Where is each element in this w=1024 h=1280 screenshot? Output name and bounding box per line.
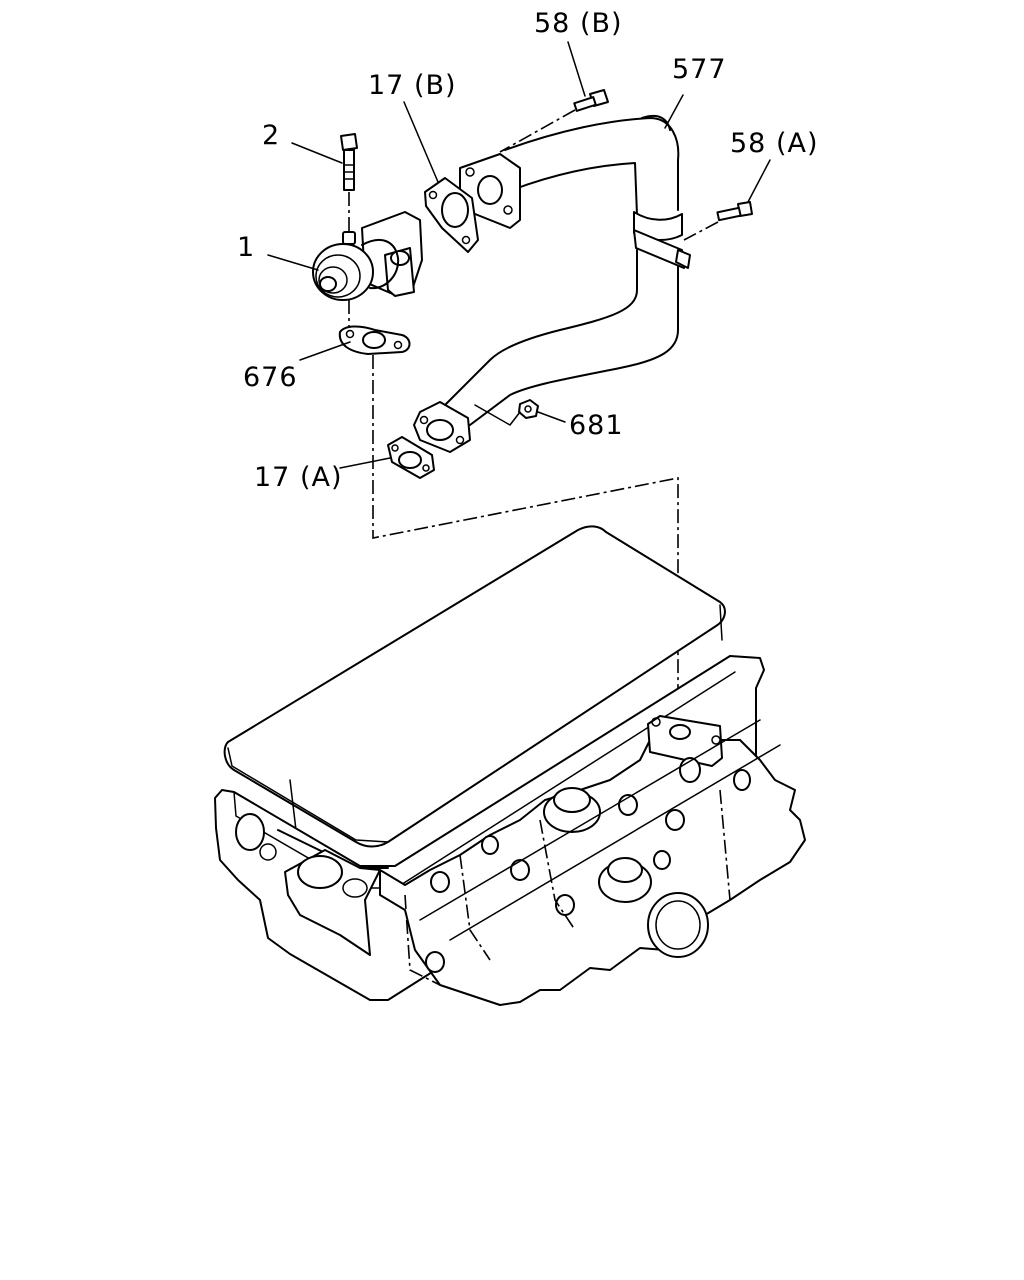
bolt-58a xyxy=(683,201,753,241)
egr-pipe xyxy=(444,114,680,426)
bolt-2 xyxy=(340,133,358,232)
label-part-17a: 17 (A) xyxy=(254,462,343,493)
label-part-681: 681 xyxy=(569,410,624,441)
gasket-17a xyxy=(387,436,435,479)
label-part-2: 2 xyxy=(262,120,281,151)
leader-lines xyxy=(267,41,771,469)
egr-valve xyxy=(312,211,423,301)
label-part-577: 577 xyxy=(672,54,727,85)
bolt-58b xyxy=(499,89,609,153)
lower-pipe-flange xyxy=(413,401,471,453)
label-part-676: 676 xyxy=(243,362,298,393)
gasket-17b xyxy=(424,177,479,253)
upper-pipe-flange xyxy=(459,153,521,229)
cylinder-head-assembly xyxy=(214,525,806,1006)
label-part-1: 1 xyxy=(237,232,256,263)
label-part-58b: 58 (B) xyxy=(534,8,623,39)
gasket-676 xyxy=(338,325,411,355)
label-part-17b: 17 (B) xyxy=(368,70,457,101)
nut-681 xyxy=(474,399,539,426)
pipe-clamp xyxy=(633,211,691,269)
label-part-58a: 58 (A) xyxy=(730,128,819,159)
